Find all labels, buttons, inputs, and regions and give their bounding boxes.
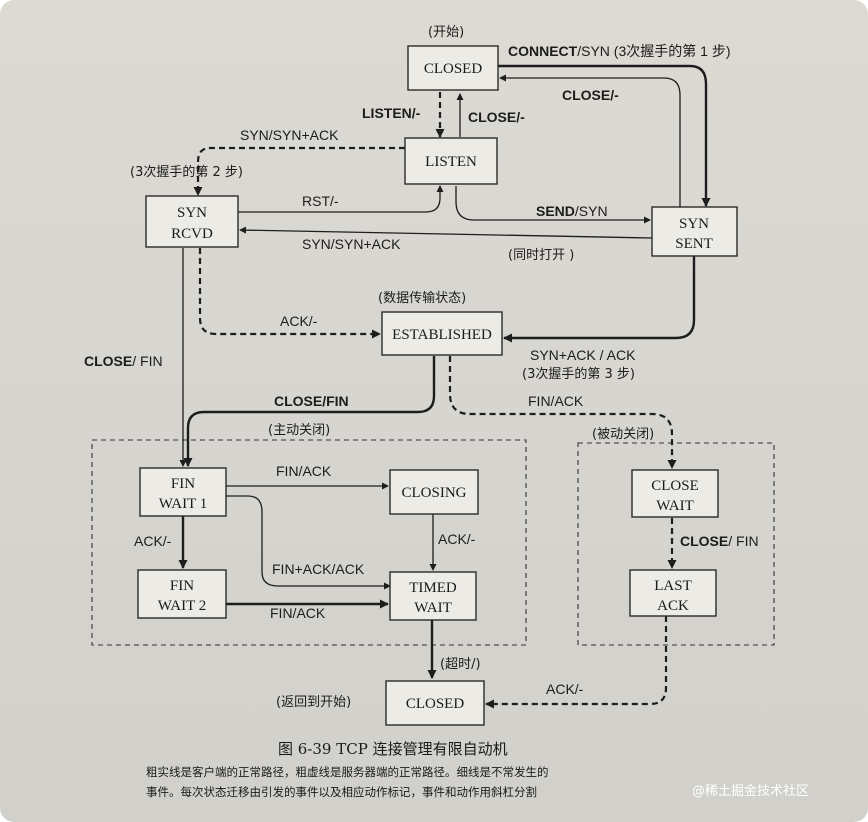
- edge-ack-last: [485, 616, 668, 709]
- label-connect-syn: CONNECT/SYN (3次握手的第 1 步): [508, 43, 730, 59]
- state-last-ack-label-1: LAST: [654, 578, 692, 594]
- state-syn-rcvd-label-2: RCVD: [171, 226, 213, 242]
- state-close-wait: CLOSE WAIT: [631, 469, 719, 518]
- state-syn-sent-label-2: SENT: [675, 236, 713, 252]
- label-close-fin-left: CLOSE/ FIN: [84, 353, 163, 369]
- watermark: @稀土掘金技术社区: [692, 783, 809, 799]
- state-closing-label: CLOSING: [401, 485, 466, 501]
- label-close-fin-left-bold: CLOSE: [84, 353, 132, 369]
- edge-ack-established: [198, 248, 381, 339]
- state-established-label: ESTABLISHED: [392, 327, 492, 343]
- label-send-bold: SEND: [536, 203, 575, 219]
- figure-caption-line2: 事件。每次状态迁移由引发的事件以及相应动作标记，事件和动作用斜杠分割: [146, 785, 537, 799]
- note-step2: (3次握手的第 2 步): [130, 164, 243, 180]
- edge-syn-synack-listen: [193, 146, 405, 196]
- state-close-wait-label-2: WAIT: [656, 498, 694, 514]
- state-established: ESTABLISHED: [381, 311, 503, 356]
- label-close-fin-mid: CLOSE/FIN: [274, 393, 349, 409]
- edge-synack-ack: [503, 256, 696, 343]
- label-close-top: CLOSE/-: [562, 87, 619, 103]
- label-close-fin-right-bold: CLOSE: [680, 533, 728, 549]
- state-closing: CLOSING: [389, 469, 479, 515]
- edge-syn-synack-sent: [239, 226, 653, 239]
- state-syn-sent-label-1: SYN: [679, 216, 709, 232]
- state-syn-rcvd: SYN RCVD: [145, 195, 239, 248]
- note-timeout: (超时/): [440, 657, 481, 672]
- label-connect-bold: CONNECT: [508, 43, 578, 59]
- state-last-ack: LAST ACK: [629, 569, 717, 617]
- label-synack-ack: SYN+ACK / ACK: [530, 347, 636, 363]
- label-close-fin-right: CLOSE/ FIN: [680, 533, 759, 549]
- state-fin-wait-1-label-1: FIN: [171, 476, 195, 492]
- state-timed-wait-label-1: TIMED: [409, 580, 457, 596]
- note-simultaneous-open: (同时打开 ): [508, 248, 574, 263]
- label-ack-closing: ACK/-: [438, 531, 476, 547]
- label-close-fin-left-rest: / FIN: [132, 353, 162, 369]
- label-ack-established: ACK/-: [280, 313, 318, 329]
- note-data-transfer: (数据传输状态): [378, 290, 466, 306]
- label-syn-synack-mid: SYN/SYN+ACK: [302, 236, 401, 252]
- state-closed-top: CLOSED: [407, 45, 499, 91]
- figure-caption-title: 图 6-39 TCP 连接管理有限自动机: [278, 740, 508, 758]
- edge-finack-ack: [226, 495, 391, 590]
- figure-caption-line1: 粗实线是客户端的正常路径，粗虚线是服务器端的正常路径。细线是不常发生的: [146, 765, 549, 779]
- note-step3: (3次握手的第 3 步): [522, 366, 635, 382]
- passive-close-region: [577, 442, 775, 646]
- edge-close-synsent: [499, 74, 681, 208]
- edge-send-syn: [455, 186, 651, 224]
- label-listen: LISTEN/-: [362, 105, 421, 121]
- label-ack-last: ACK/-: [546, 681, 584, 697]
- label-fin-ack-passive: FIN/ACK: [528, 393, 584, 409]
- label-ack-fw2: ACK/-: [134, 533, 172, 549]
- label-close-fin-right-rest: / FIN: [728, 533, 758, 549]
- state-fin-wait-1: FIN WAIT 1: [139, 467, 227, 517]
- edge-rst: [238, 185, 444, 213]
- state-last-ack-label-2: ACK: [657, 598, 689, 614]
- active-close-region: [91, 439, 527, 646]
- edge-fin-ack-passive: [448, 356, 677, 469]
- label-finack-ack: FIN+ACK/ACK: [272, 561, 365, 577]
- state-closed-top-label: CLOSED: [424, 61, 483, 77]
- note-start: (开始): [428, 25, 464, 40]
- label-syn-synack-top: SYN/SYN+ACK: [240, 127, 339, 143]
- label-fin-ack-closing: FIN/ACK: [276, 463, 332, 479]
- state-close-wait-label-1: CLOSE: [651, 478, 699, 494]
- state-closed-bottom: CLOSED: [385, 680, 485, 726]
- state-fin-wait-2-label-2: WAIT 2: [158, 598, 206, 614]
- state-fin-wait-2: FIN WAIT 2: [137, 569, 227, 619]
- state-syn-sent: SYN SENT: [651, 206, 738, 257]
- edge-connect-syn: [498, 64, 711, 207]
- label-fin-ack-fw2: FIN/ACK: [270, 605, 326, 621]
- state-listen: LISTEN: [404, 137, 498, 185]
- note-active-close: (主动关闭): [268, 423, 330, 438]
- state-fin-wait-2-label-1: FIN: [170, 578, 194, 594]
- label-connect-rest: /SYN (3次握手的第 1 步): [577, 43, 730, 59]
- state-timed-wait-label-2: WAIT: [414, 600, 452, 616]
- state-closed-bottom-label: CLOSED: [406, 696, 465, 712]
- label-send-syn: SEND/SYN: [536, 203, 608, 219]
- state-timed-wait: TIMED WAIT: [389, 571, 477, 621]
- note-passive-close: (被动关闭): [592, 427, 654, 442]
- state-fin-wait-1-label-2: WAIT 1: [159, 496, 207, 512]
- label-send-rest: /SYN: [575, 203, 608, 219]
- label-close-listen: CLOSE/-: [468, 109, 525, 125]
- state-listen-label: LISTEN: [425, 154, 477, 170]
- label-rst: RST/-: [302, 193, 339, 209]
- state-syn-rcvd-label-1: SYN: [177, 205, 207, 221]
- note-back-to-start: (返回到开始): [276, 695, 351, 710]
- edge-close-fin-est: [183, 356, 436, 467]
